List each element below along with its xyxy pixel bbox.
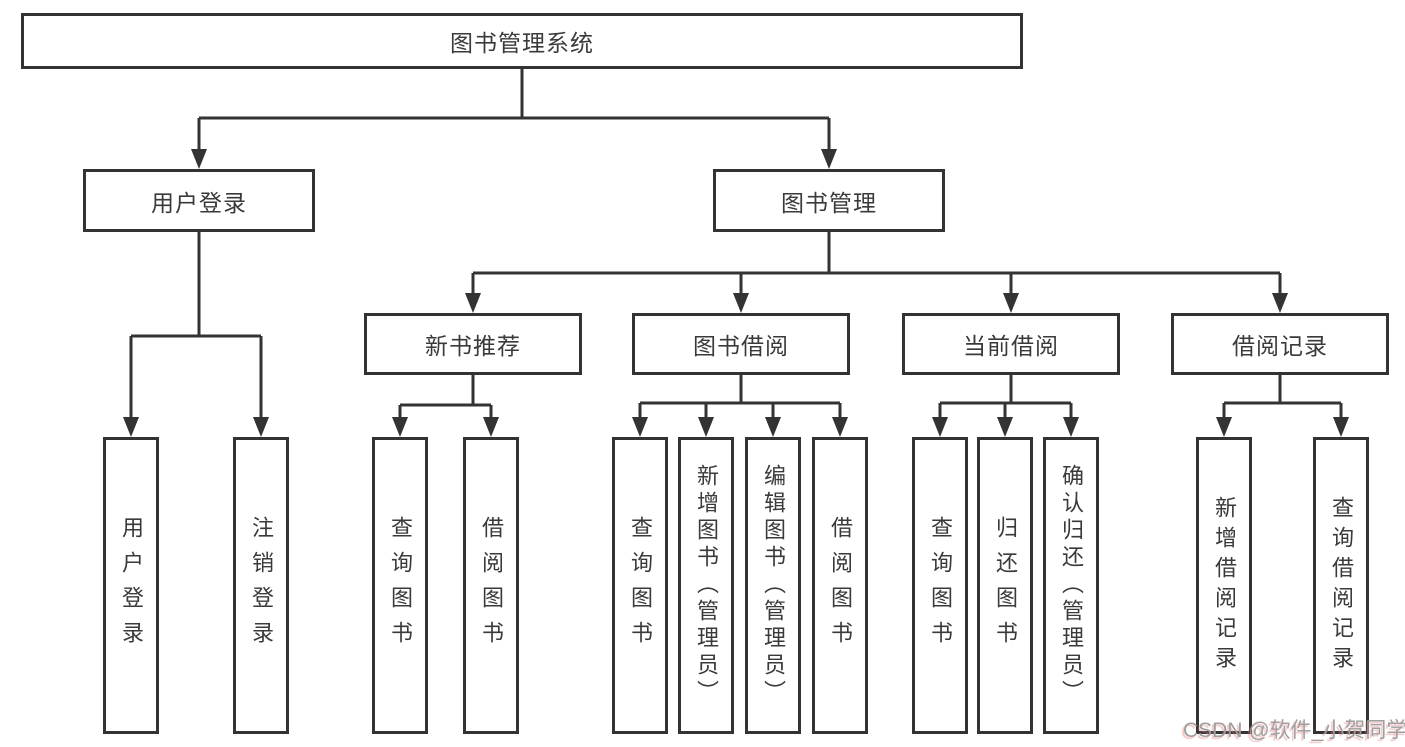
connector-new-book-recommend-children [398,375,493,419]
arrowhead [1003,293,1019,313]
leaf-return-book-label: 归还图书 [993,515,1018,656]
arrowhead [932,417,948,437]
leaf-confirm-return-admin-label: 确认归还（管理员） [1059,464,1084,707]
arrowhead [832,417,848,437]
watermark: CSDN @软件_小贺同学 [1183,719,1405,742]
arrowhead [191,149,207,169]
arrowhead [733,293,749,313]
leaf-add-borrow-record-label: 新增借阅记录 [1212,495,1237,676]
leaf-user-login: 用户登录 [103,437,159,734]
arrowhead [765,417,781,437]
arrowhead [821,149,837,169]
node-current-borrow-label: 当前借阅 [963,333,1059,359]
leaf-user-login-label: 用户登录 [119,515,144,656]
leaf-borrow-books: 借阅图书 [812,437,868,734]
connector-current-borrow-children [938,375,1073,419]
leaf-add-book-admin-label: 新增图书（管理员） [694,464,719,707]
node-user-login-label: 用户登录 [151,189,247,216]
leaf-add-borrow-record: 新增借阅记录 [1196,437,1252,734]
leaf-query-books-recommend-label: 查询图书 [388,515,413,656]
arrowhead [253,417,269,437]
leaf-borrow-books-recommend-label: 借阅图书 [479,515,504,656]
leaf-query-borrow-record-label: 查询借阅记录 [1329,495,1354,676]
node-current-borrow: 当前借阅 [902,313,1120,375]
connector-root-to-level2 [197,69,831,151]
connector-book-borrow-children [638,375,842,419]
node-user-login: 用户登录 [83,169,315,232]
arrowheads [123,149,1349,437]
leaf-query-books-current: 查询图书 [912,437,968,734]
leaf-add-book-admin: 新增图书（管理员） [678,437,734,734]
leaf-edit-book-admin-label: 编辑图书（管理员） [761,464,786,707]
connector-user-login-children [129,232,263,419]
leaf-query-borrow-record: 查询借阅记录 [1313,437,1369,734]
leaf-borrow-books-label: 借阅图书 [828,515,853,656]
arrowhead [1272,293,1288,313]
node-borrow-records-label: 借阅记录 [1232,333,1328,359]
connector-book-management-children [471,232,1282,295]
connector-borrow-records-children [1222,375,1343,419]
arrowhead [632,417,648,437]
node-root: 图书管理系统 [21,13,1023,69]
leaf-logout-login: 注销登录 [233,437,289,734]
leaf-return-book: 归还图书 [977,437,1033,734]
leaf-query-books-recommend: 查询图书 [372,437,428,734]
arrowhead [997,417,1013,437]
node-new-book-recommend-label: 新书推荐 [425,333,521,359]
arrowhead [483,417,499,437]
arrowhead [1333,417,1349,437]
node-book-management-label: 图书管理 [781,189,877,216]
leaf-logout-login-label: 注销登录 [249,515,274,656]
node-book-management: 图书管理 [713,169,945,232]
arrowhead [1063,417,1079,437]
node-book-borrow-label: 图书借阅 [693,333,789,359]
arrowhead [698,417,714,437]
node-book-borrow: 图书借阅 [632,313,850,375]
leaf-query-books-borrow-label: 查询图书 [628,515,653,656]
node-borrow-records: 借阅记录 [1171,313,1389,375]
leaf-query-books-borrow: 查询图书 [612,437,668,734]
arrowhead [465,293,481,313]
arrowhead [123,417,139,437]
arrowhead [392,417,408,437]
leaf-query-books-current-label: 查询图书 [928,515,953,656]
arrowhead [1216,417,1232,437]
leaf-borrow-books-recommend: 借阅图书 [463,437,519,734]
node-root-label: 图书管理系统 [450,30,594,56]
node-new-book-recommend: 新书推荐 [364,313,582,375]
leaf-confirm-return-admin: 确认归还（管理员） [1043,437,1099,734]
leaf-edit-book-admin: 编辑图书（管理员） [745,437,801,734]
